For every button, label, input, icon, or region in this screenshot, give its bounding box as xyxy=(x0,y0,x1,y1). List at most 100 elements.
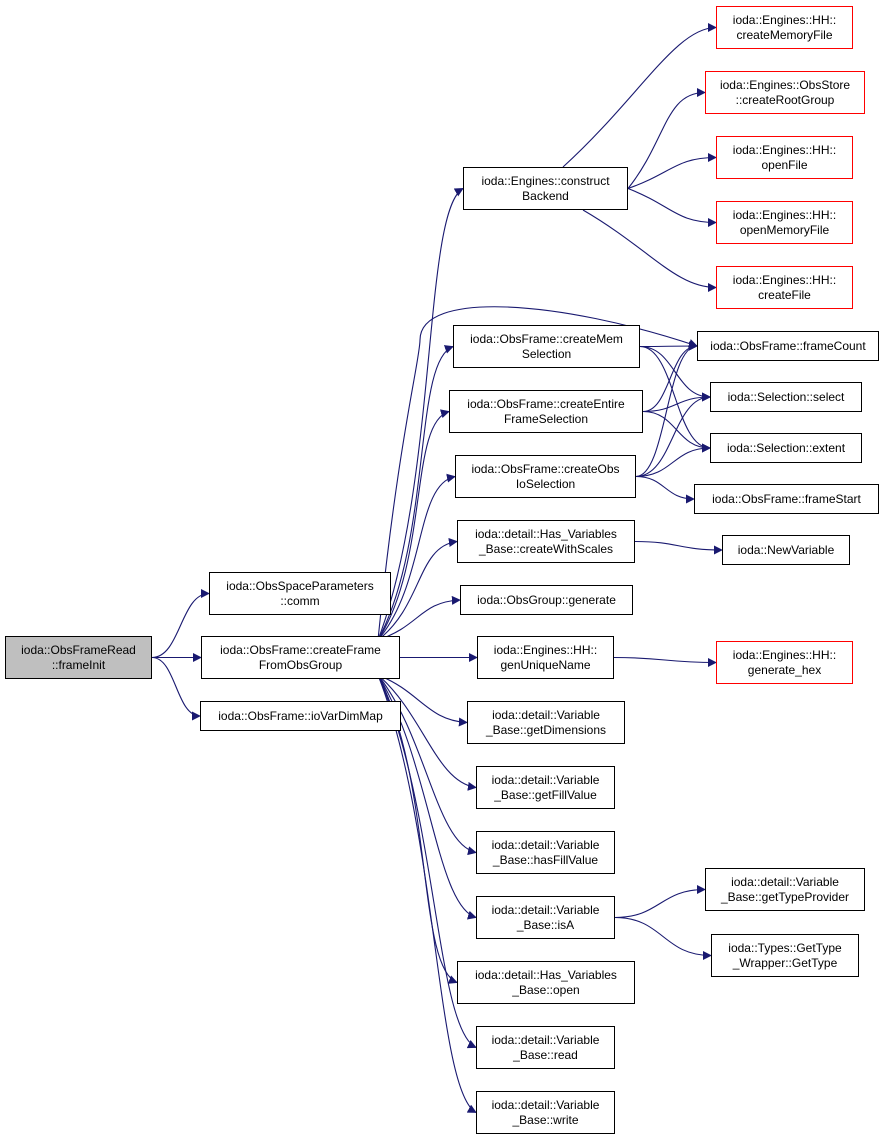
edge-create-with-scales-to-new-variable xyxy=(634,540,723,555)
node-label-line: _Wrapper::GetType xyxy=(732,955,838,970)
edge-create-frame-from-obs-group-to-construct-backend xyxy=(377,188,464,641)
edge-create-mem-selection-to-extent xyxy=(639,345,711,453)
node-create-with-scales[interactable]: ioda::detail::Has_Variables_Base::create… xyxy=(457,520,635,563)
node-label-line: ioda::Engines::HH:: xyxy=(732,647,837,662)
node-get-dimensions[interactable]: ioda::detail::Variable_Base::getDimensio… xyxy=(467,701,625,744)
node-label-line: _Base::getFillValue xyxy=(494,787,597,802)
node-select[interactable]: ioda::Selection::select xyxy=(710,382,862,412)
node-label-line: ioda::detail::Variable xyxy=(491,1097,600,1112)
node-label-line: ioda::Engines::HH:: xyxy=(732,12,837,27)
node-create-file[interactable]: ioda::Engines::HH::createFile xyxy=(716,266,853,309)
node-label-line: Selection xyxy=(521,346,572,361)
node-generate[interactable]: ioda::ObsGroup::generate xyxy=(460,585,633,615)
node-label-line: ioda::detail::Variable xyxy=(492,707,600,722)
node-label-line: ioda::ObsFrame::frameCount xyxy=(710,338,866,353)
edge-create-frame-from-obs-group-to-generate xyxy=(377,595,461,641)
node-label-line: ioda::detail::Variable xyxy=(491,902,600,917)
node-label-line: createMemoryFile xyxy=(736,27,833,42)
node-label-line: ioda::Engines::HH:: xyxy=(732,272,837,287)
node-open[interactable]: ioda::detail::Has_Variables_Base::open xyxy=(457,961,635,1004)
edge-create-frame-from-obs-group-to-create-with-scales xyxy=(377,538,458,641)
edge-create-frame-from-obs-group-to-write xyxy=(377,674,477,1113)
node-generate-hex[interactable]: ioda::Engines::HH::generate_hex xyxy=(716,641,853,684)
node-label-line: ioda::detail::Variable xyxy=(491,1032,600,1047)
node-label-line: ioda::Engines::HH:: xyxy=(732,207,837,222)
node-io-var-dim-map[interactable]: ioda::ObsFrame::ioVarDimMap xyxy=(200,701,401,731)
node-label-line: ioda::detail::Has_Variables xyxy=(475,526,617,541)
node-label-line: _Base::open xyxy=(512,982,580,997)
node-label-line: ioda::detail::Has_Variables xyxy=(475,967,617,982)
node-label-line: ioda::ObsFrame::createEntire xyxy=(467,396,625,411)
edge-frame-init-to-comm xyxy=(151,589,210,659)
edge-create-frame-from-obs-group-to-frame-count xyxy=(377,306,698,641)
edge-construct-backend-to-create-memory-file xyxy=(562,23,717,168)
edge-create-obs-io-selection-to-frame-count xyxy=(635,341,698,478)
node-has-fill-value[interactable]: ioda::detail::Variable_Base::hasFillValu… xyxy=(476,831,615,874)
node-create-root-group[interactable]: ioda::Engines::ObsStore::createRootGroup xyxy=(705,71,865,114)
node-write[interactable]: ioda::detail::Variable_Base::write xyxy=(476,1091,615,1134)
node-label-line: ::comm xyxy=(280,593,320,608)
node-label-line: FrameSelection xyxy=(503,411,589,426)
node-label-line: ioda::ObsGroup::generate xyxy=(477,592,616,607)
edge-create-frame-from-obs-group-to-create-mem-selection xyxy=(377,345,454,641)
node-label-line: ioda::detail::Variable xyxy=(731,874,839,889)
node-get-type[interactable]: ioda::Types::GetType_Wrapper::GetType xyxy=(711,934,859,977)
node-get-fill-value[interactable]: ioda::detail::Variable_Base::getFillValu… xyxy=(476,766,615,809)
node-new-variable[interactable]: ioda::NewVariable xyxy=(722,535,850,565)
node-read[interactable]: ioda::detail::Variable_Base::read xyxy=(476,1026,615,1069)
edge-is-a-to-get-type-provider xyxy=(614,885,706,919)
node-label-line: ioda::Engines::HH:: xyxy=(732,142,837,157)
node-label-line: genUniqueName xyxy=(500,657,591,672)
edge-create-frame-from-obs-group-to-get-fill-value xyxy=(377,674,477,791)
node-extent[interactable]: ioda::Selection::extent xyxy=(710,433,862,463)
edge-create-mem-selection-to-frame-count xyxy=(639,341,698,351)
node-label-line: _Base::getTypeProvider xyxy=(720,889,850,904)
node-create-memory-file[interactable]: ioda::Engines::HH::createMemoryFile xyxy=(716,6,853,49)
node-label-line: _Base::isA xyxy=(516,917,575,932)
edge-create-frame-from-obs-group-to-create-entire-frame-selection xyxy=(377,409,450,641)
node-get-type-provider[interactable]: ioda::detail::Variable_Base::getTypeProv… xyxy=(705,868,865,911)
edge-create-obs-io-selection-to-select xyxy=(635,392,711,478)
node-label-line: _Base::hasFillValue xyxy=(492,852,599,867)
edge-is-a-to-get-type xyxy=(614,916,712,960)
node-label-line: ioda::Engines::HH:: xyxy=(493,642,598,657)
node-frame-init: ioda::ObsFrameRead::frameInit xyxy=(5,636,152,679)
node-label-line: ioda::Types::GetType xyxy=(728,940,842,955)
node-gen-unique-name[interactable]: ioda::Engines::HH::genUniqueName xyxy=(477,636,614,679)
node-frame-count[interactable]: ioda::ObsFrame::frameCount xyxy=(697,331,879,361)
node-comm[interactable]: ioda::ObsSpaceParameters::comm xyxy=(209,572,391,615)
edge-create-entire-frame-selection-to-select xyxy=(642,392,711,413)
node-label-line: openFile xyxy=(761,157,808,172)
node-is-a[interactable]: ioda::detail::Variable_Base::isA xyxy=(476,896,615,939)
node-label-line: ioda::ObsFrame::ioVarDimMap xyxy=(218,708,383,723)
edge-gen-unique-name-to-generate-hex xyxy=(613,656,717,667)
node-open-file[interactable]: ioda::Engines::HH::openFile xyxy=(716,136,853,179)
node-label-line: _Base::createWithScales xyxy=(478,541,614,556)
node-label-line: ioda::Selection::select xyxy=(727,389,845,404)
node-label-line: ioda::ObsSpaceParameters xyxy=(226,578,374,593)
node-label-line: ioda::detail::Variable xyxy=(491,837,600,852)
edge-frame-init-to-io-var-dim-map xyxy=(151,656,201,721)
node-frame-start[interactable]: ioda::ObsFrame::frameStart xyxy=(694,484,879,514)
node-label-line: _Base::write xyxy=(512,1112,579,1127)
edge-create-frame-from-obs-group-to-read xyxy=(377,674,477,1049)
call-edges xyxy=(151,23,723,1113)
node-label-line: ioda::Engines::construct xyxy=(481,173,610,188)
edge-create-obs-io-selection-to-frame-start xyxy=(635,475,695,504)
node-label-line: ioda::ObsFrame::frameStart xyxy=(712,491,861,506)
node-label-line: ::createRootGroup xyxy=(735,92,835,107)
node-label-line: ioda::NewVariable xyxy=(737,542,835,557)
edge-create-entire-frame-selection-to-frame-count xyxy=(642,341,698,413)
node-open-memory-file[interactable]: ioda::Engines::HH::openMemoryFile xyxy=(716,201,853,244)
node-label-line: generate_hex xyxy=(747,662,822,677)
node-label-line: ::frameInit xyxy=(51,657,106,672)
edge-create-obs-io-selection-to-extent xyxy=(635,443,711,478)
edge-create-frame-from-obs-group-to-create-obs-io-selection xyxy=(377,473,456,641)
node-label-line: FromObsGroup xyxy=(258,657,343,672)
node-label-line: ioda::Selection::extent xyxy=(726,440,846,455)
